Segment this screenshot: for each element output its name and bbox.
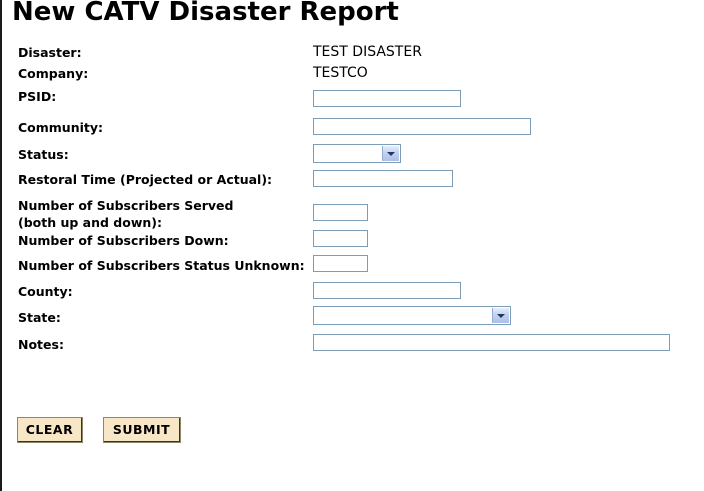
status-select[interactable] — [313, 144, 401, 163]
disaster-report-form: Disaster: TEST DISASTER Company: TESTCO … — [2, 44, 704, 362]
subscribers-unknown-input[interactable] — [313, 255, 368, 272]
form-row-subscribers-served: Number of Subscribers Served (both up an… — [2, 197, 704, 232]
button-bar: CLEAR SUBMIT — [2, 417, 704, 457]
label-restoral-time: Restoral Time (Projected or Actual): — [18, 172, 273, 187]
psid-input[interactable] — [313, 90, 461, 107]
form-row-community: Community: — [2, 118, 704, 146]
label-notes: Notes: — [18, 337, 64, 352]
submit-button[interactable]: SUBMIT — [103, 417, 181, 443]
form-row-county: County: — [2, 282, 704, 309]
form-row-psid: PSID: — [2, 88, 704, 119]
label-subscribers-down: Number of Subscribers Down: — [18, 233, 229, 248]
label-company: Company: — [18, 66, 89, 81]
label-community: Community: — [18, 120, 104, 135]
chevron-down-icon[interactable] — [492, 308, 509, 323]
page-title: New CATV Disaster Report — [12, 0, 399, 27]
county-input[interactable] — [313, 282, 461, 299]
chevron-down-icon[interactable] — [382, 146, 399, 161]
form-row-state: State: — [2, 306, 704, 336]
label-county: County: — [18, 284, 73, 299]
label-disaster: Disaster: — [18, 45, 82, 60]
label-subscribers-served: Number of Subscribers Served (both up an… — [18, 198, 234, 230]
subscribers-served-input[interactable] — [313, 204, 368, 221]
notes-input[interactable] — [313, 334, 670, 351]
value-company: TESTCO — [313, 65, 368, 81]
value-disaster: TEST DISASTER — [313, 44, 422, 60]
form-row-company: Company: TESTCO — [2, 65, 704, 88]
form-row-disaster: Disaster: TEST DISASTER — [2, 44, 704, 65]
clear-button[interactable]: CLEAR — [17, 417, 83, 443]
restoral-time-input[interactable] — [313, 170, 453, 187]
label-state: State: — [18, 310, 61, 325]
label-status: Status: — [18, 147, 69, 162]
form-row-restoral-time: Restoral Time (Projected or Actual): — [2, 170, 704, 197]
form-row-subscribers-down: Number of Subscribers Down: — [2, 230, 704, 257]
subscribers-down-input[interactable] — [313, 230, 368, 247]
community-input[interactable] — [313, 118, 531, 135]
form-row-subscribers-unknown: Number of Subscribers Status Unknown: — [2, 255, 704, 283]
label-psid: PSID: — [18, 89, 57, 104]
form-row-notes: Notes: — [2, 334, 704, 362]
label-subscribers-unknown: Number of Subscribers Status Unknown: — [18, 258, 305, 273]
state-select[interactable] — [313, 306, 511, 325]
form-row-status: Status: — [2, 144, 704, 171]
